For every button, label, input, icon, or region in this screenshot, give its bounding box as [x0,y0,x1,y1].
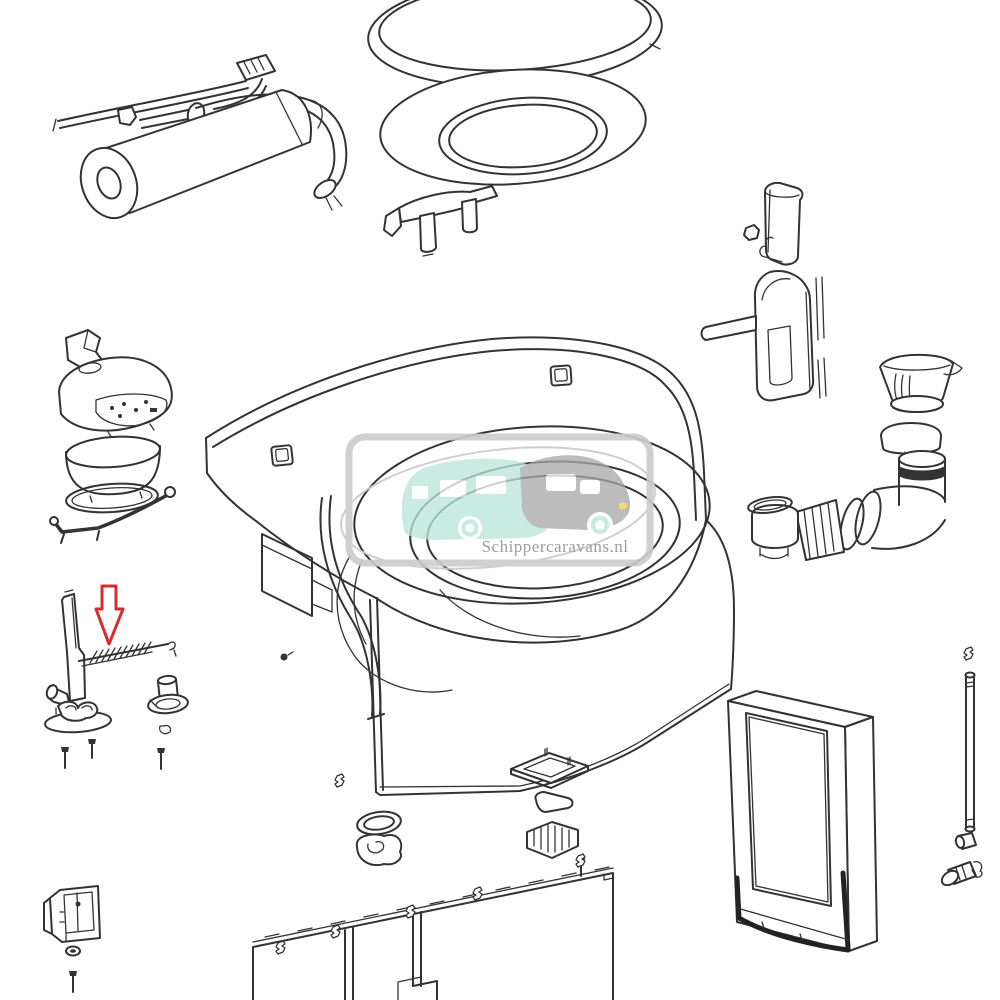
bowl-recess [353,425,711,605]
caravan-shape [401,458,557,540]
pour-out-spout [879,353,963,414]
flush-shaft-lever [61,593,86,702]
watermark-text: Schippercaravans.nl [482,537,629,556]
watermark-frame [345,433,654,567]
water-pump-assembly [52,54,348,220]
toilet-main-body [205,336,735,796]
floor-flange [510,747,589,789]
locking-knob [147,674,189,735]
blade-opener-handle [700,181,827,402]
lip-seal [839,497,865,551]
service-door-frame [727,690,878,953]
caravan-logo [401,455,631,540]
inline-fitting [117,106,137,126]
hinge-clip-right [549,364,573,387]
toilet-seat [379,68,647,186]
car-shape [520,455,631,530]
flush-tube [319,495,385,720]
retainer-clip [65,329,103,369]
control-panel-assembly [49,329,176,544]
flush-mechanism [44,589,189,770]
door-seal [734,870,851,953]
under-body-parts [334,747,589,877]
control-panel-tub [65,445,161,496]
lip-seal [854,490,882,546]
watermark: Schippercaravans.nl [340,433,656,570]
sealing-o-ring [356,810,402,836]
seat-hinge-bracket [383,185,498,257]
waste-gasket [355,833,403,866]
handle-arm [700,315,757,341]
door-seal-rod [940,646,983,887]
hex-nut [743,224,760,241]
fuse-block [526,821,579,859]
bottom-shroud-panel [252,853,614,1000]
cam-plate [44,700,112,734]
discharge-elbow-with-seals [747,450,946,561]
back-splash-panel [205,336,707,522]
headlight [618,502,628,510]
mounting-screws [61,739,165,770]
control-board-bracket [43,885,101,993]
panel-clip [334,773,345,788]
panel-gasket-ring [65,482,159,514]
slide-pad [534,791,574,813]
red-arrow-down-icon [94,584,125,646]
hinge-clip-left [270,444,294,467]
spring-rod [78,641,177,667]
annotation-arrow [94,584,125,646]
wiring-harness-connector [236,54,276,81]
mounting-wire-bracket [53,492,171,534]
side-bracket-plate [261,533,333,617]
